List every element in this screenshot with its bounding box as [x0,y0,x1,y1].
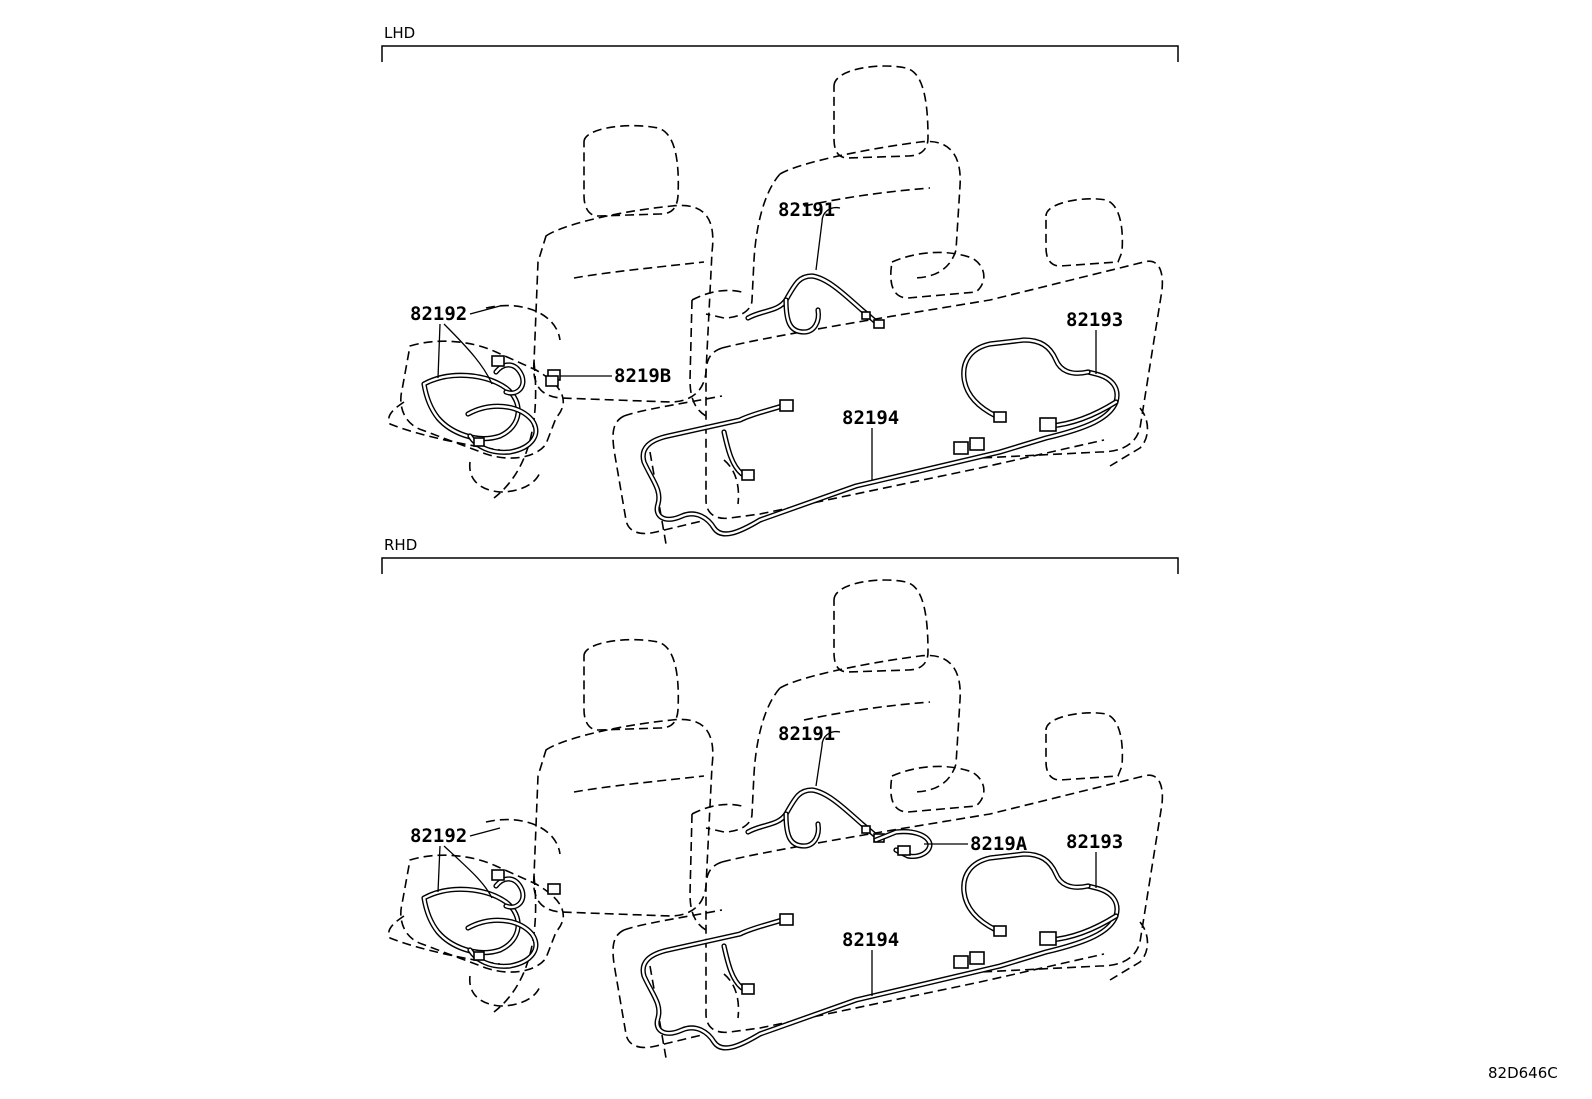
section-lhd: LHD 82191 82192 8219B 82193 82194 [381,24,1179,545]
svg-text:82191: 82191 [778,199,835,221]
callout-8219a-rhd: 8219A [924,833,1028,855]
seat-outlines-lhd [387,65,1164,545]
section-label-rhd: RHD [384,536,417,554]
callout-82192-lhd: 82192 [410,303,501,385]
svg-text:82194: 82194 [842,407,899,429]
section-bracket-rhd [381,557,1179,574]
figure-id: 82D646C [1488,1064,1558,1082]
svg-text:82193: 82193 [1066,831,1123,853]
svg-text:82191: 82191 [778,723,835,745]
section-rhd: RHD 82191 82192 8219A 82193 8219 [381,536,1179,1059]
svg-text:82192: 82192 [410,303,467,325]
callout-8219b-lhd: 8219B [560,365,671,387]
callout-82191-rhd: 82191 [778,723,841,787]
svg-text:82194: 82194 [842,929,899,951]
callout-82193-lhd: 82193 [1066,309,1123,374]
wire-harness-rhd [424,790,1117,1048]
callout-82191-lhd: 82191 [778,199,841,271]
svg-text:82193: 82193 [1066,309,1123,331]
svg-text:82192: 82192 [410,825,467,847]
callout-82193-rhd: 82193 [1066,831,1123,888]
svg-text:8219B: 8219B [614,365,671,387]
section-bracket-lhd [381,45,1179,62]
seat-outlines-rhd [387,579,1164,1059]
wire-harness-lhd [424,276,1117,534]
svg-text:8219A: 8219A [970,833,1028,855]
callout-82194-lhd: 82194 [842,407,899,480]
connector-8219a [897,845,911,856]
callout-82192-rhd: 82192 [410,825,501,899]
connector-8219b [545,375,559,387]
section-label-lhd: LHD [384,24,415,42]
callout-82194-rhd: 82194 [842,929,899,996]
